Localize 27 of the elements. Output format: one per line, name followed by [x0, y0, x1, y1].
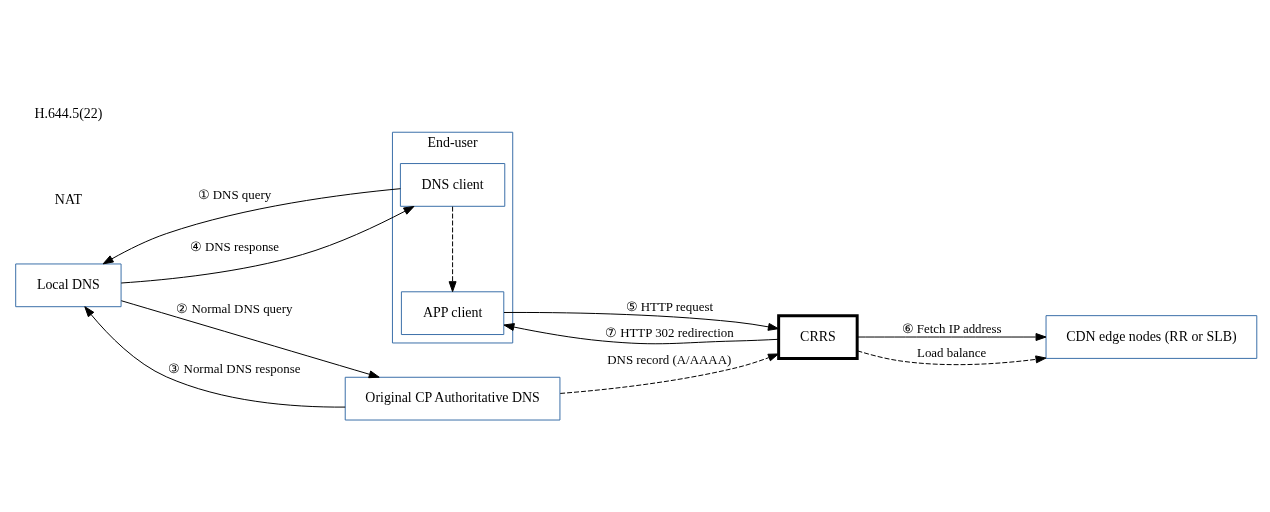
arrow: [503, 322, 780, 344]
arrow: [120, 205, 415, 283]
arrow: [448, 205, 457, 292]
arrow: [102, 187, 401, 264]
arrow: [84, 305, 346, 408]
node-box: CRRS: [777, 313, 859, 360]
node-box: Original CP Authoritative DNS: [344, 376, 561, 420]
arrow: [856, 332, 1047, 341]
node-box: APP client: [400, 290, 505, 335]
arrow: [503, 311, 779, 331]
label: NAT: [54, 191, 82, 207]
edge-label: ④ DNS response: [189, 238, 280, 254]
arrow: [857, 349, 1047, 365]
edge-label: ② Normal DNS query: [176, 300, 293, 316]
edge-label: ③ Normal DNS response: [168, 360, 301, 376]
node-box: DNS client: [399, 162, 506, 207]
edge-label: Load balance: [917, 344, 987, 360]
edge-label: ⑤ HTTP request: [625, 298, 714, 314]
node-box: CDN edge nodes (RR or SLB): [1045, 314, 1258, 359]
edge-label: ⑦ HTTP 302 redirection: [604, 324, 734, 340]
arrow: [120, 299, 380, 378]
edge-label: ① DNS query: [197, 186, 272, 202]
arrow: [559, 352, 779, 394]
edge-label: ⑥ Fetch IP address: [901, 320, 1002, 336]
label: H.644.5(22): [34, 105, 103, 121]
node-box: Local DNS: [15, 262, 122, 307]
edge-label: DNS record (A/AAAA): [607, 351, 732, 367]
